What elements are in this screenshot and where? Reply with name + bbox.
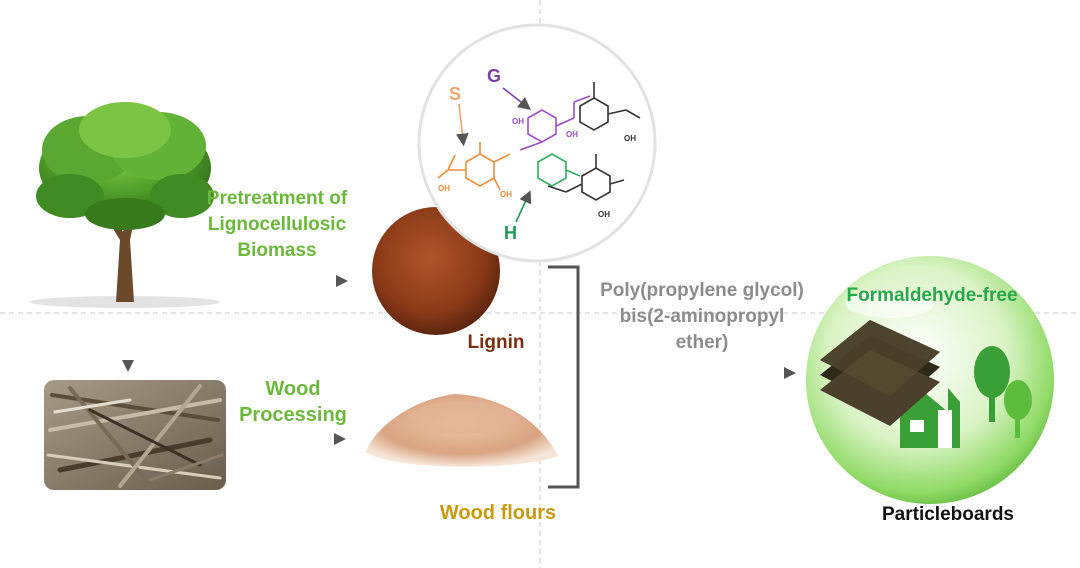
wood-processing-label: Wood Processing (239, 378, 347, 426)
h-unit-label: H (504, 223, 517, 243)
arrow-head-to-particleboard (784, 367, 796, 379)
hydroxyl-label: OH (438, 184, 450, 193)
hydroxyl-label: OH (598, 210, 610, 219)
hydroxyl-label: OH (512, 117, 524, 126)
wood-flours-label: Wood flours (439, 502, 557, 524)
arrow-head-wood-processing (334, 433, 346, 445)
s-unit-label: S (449, 84, 462, 104)
particleboard-bubble-image (806, 256, 1054, 504)
hydroxyl-label: OH (566, 130, 578, 139)
wood-pile-image (44, 380, 226, 490)
pretreatment-label: Pretreatment of Lignocellulosic Biomass (206, 188, 348, 261)
arrow-head-tree-to-wood (122, 360, 134, 372)
particleboards-label: Particleboards (882, 504, 1014, 525)
hydroxyl-label: OH (500, 190, 512, 199)
tree-small-icon (974, 346, 1032, 438)
bracket-merge (548, 265, 580, 489)
arrow-head-pretreatment (336, 275, 348, 287)
formaldehyde-free-label: Formaldehyde-free (846, 285, 1018, 306)
tree-icon (30, 102, 220, 308)
reagent-label: Poly(propylene glycol) bis(2-aminopropyl… (600, 280, 804, 353)
hydroxyl-label: OH (624, 134, 636, 143)
lignin-label: Lignin (467, 332, 525, 353)
g-unit-label: G (487, 66, 502, 86)
wood-flour-image (365, 394, 558, 467)
house-icon (860, 388, 960, 448)
lignin-structure-diagram (417, 23, 657, 263)
particleboard-stack-icon (820, 320, 940, 426)
